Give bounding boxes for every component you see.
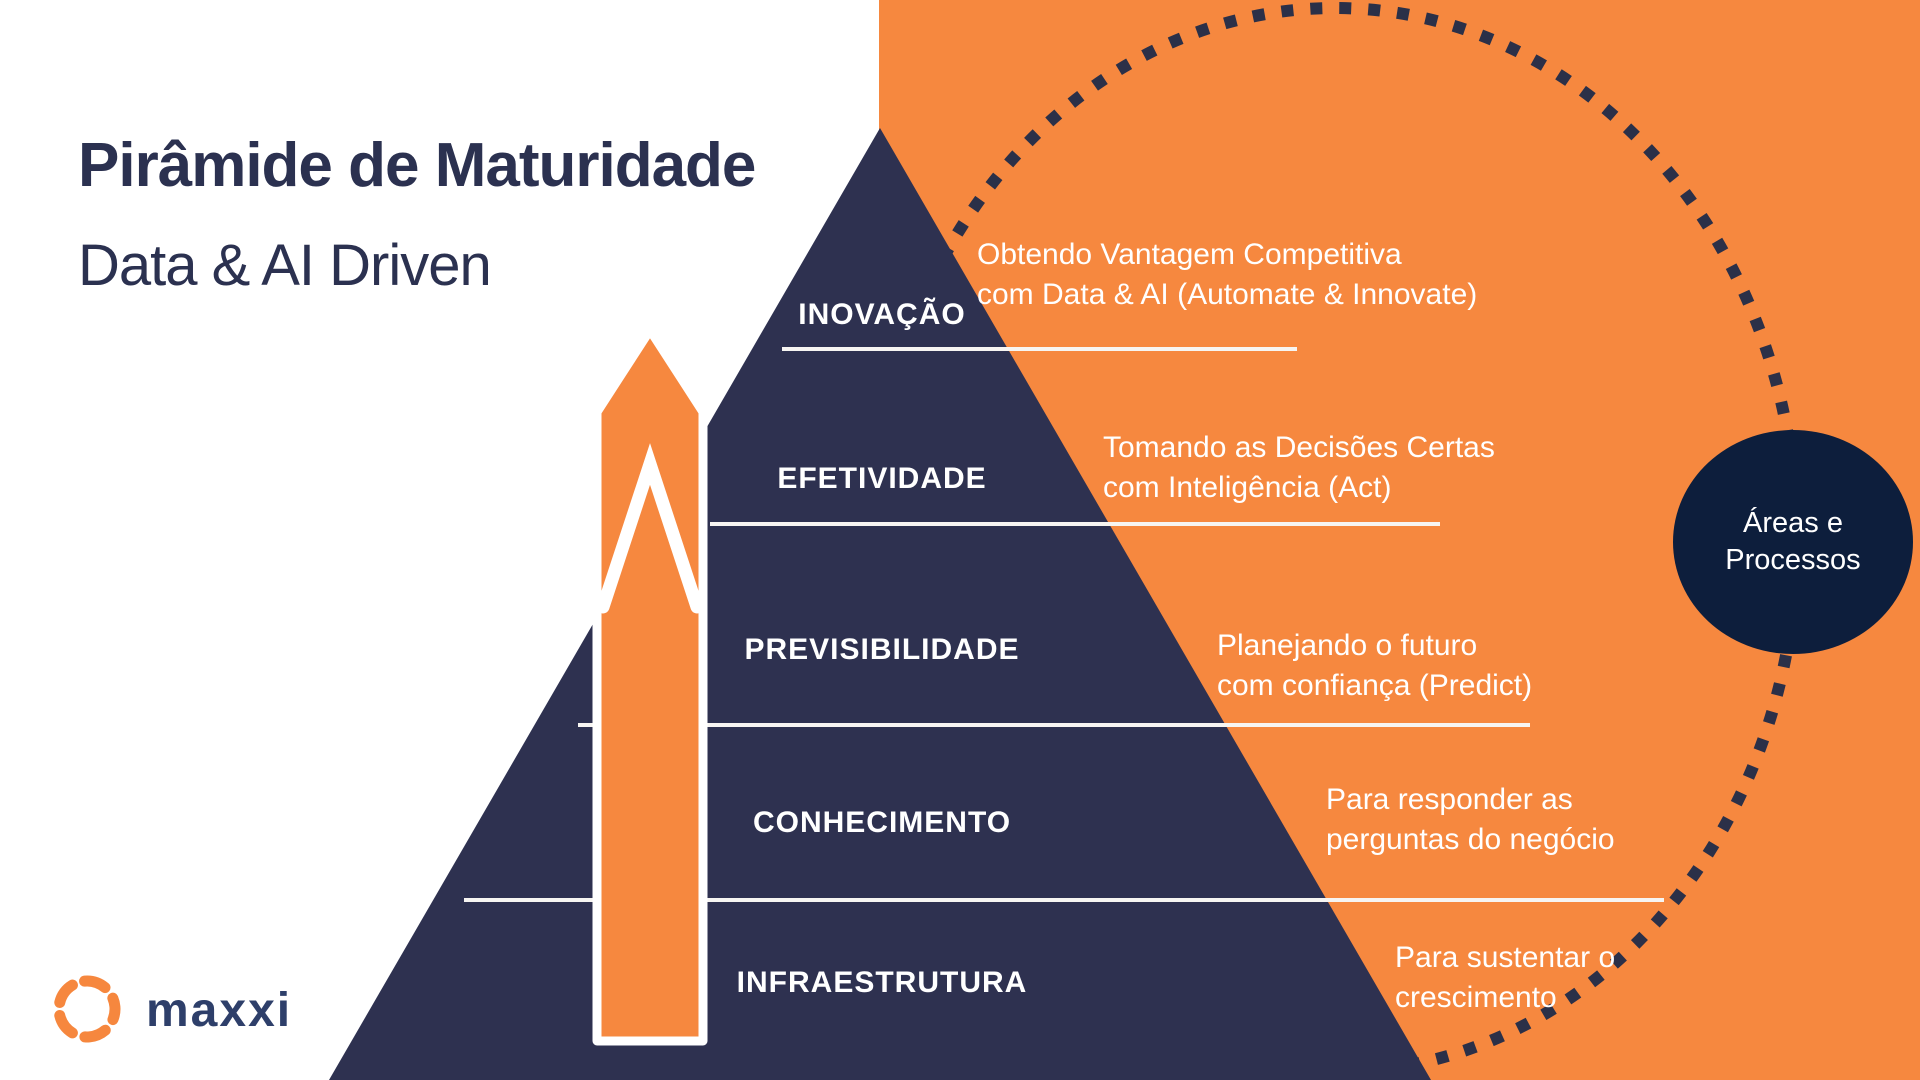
arrow-chevron-icon <box>596 443 704 614</box>
growth-arrow <box>592 325 708 1046</box>
description-line: Tomando as Decisões Certas <box>1103 431 1495 464</box>
description-line: com Inteligência (Act) <box>1103 471 1392 504</box>
page-subtitle: Data & AI Driven <box>78 233 492 298</box>
level-label-inovacao: INOVAÇÃO <box>798 298 966 331</box>
maxxi-knot-icon <box>53 975 121 1043</box>
maxxi-logo-spacer <box>48 970 132 1050</box>
description-line: com confiança (Predict) <box>1217 669 1533 702</box>
level-description-conhecimento: Para responder as perguntas do negócio <box>1326 780 1615 860</box>
description-line: crescimento <box>1395 981 1557 1014</box>
circle-text-line: Processos <box>1725 544 1861 576</box>
description-line: Obtendo Vantagem Competitiva <box>977 238 1402 271</box>
level-label-previsibilidade: PREVISIBILIDADE <box>744 633 1020 666</box>
level-label-infraestrutura: INFRAESTRUTURA <box>736 966 1028 999</box>
description-line: Para sustentar o <box>1395 941 1616 974</box>
level-description-inovacao: Obtendo Vantagem Competitiva com Data & … <box>977 235 1477 315</box>
circle-text-line: Áreas e <box>1743 507 1843 539</box>
level-label-conhecimento: CONHECIMENTO <box>752 806 1012 839</box>
maxxi-logo: maxxi <box>48 970 348 1050</box>
description-line: Planejando o futuro <box>1217 629 1478 662</box>
maxxi-logo-text: maxxi <box>146 983 293 1037</box>
level-description-infraestrutura: Para sustentar o crescimento <box>1395 938 1615 1018</box>
description-line: Para responder as <box>1326 783 1573 816</box>
description-line: perguntas do negócio <box>1326 823 1615 856</box>
page-title: Pirâmide de Maturidade <box>78 131 756 200</box>
description-line: com Data & AI (Automate & Innovate) <box>977 278 1478 311</box>
areas-processos-label: Áreas e Processos <box>1725 505 1860 579</box>
level-label-efetividade: EFETIVIDADE <box>777 462 987 495</box>
level-description-efetividade: Tomando as Decisões Certas com Inteligên… <box>1103 428 1495 508</box>
level-description-previsibilidade: Planejando o futuro com confiança (Predi… <box>1217 626 1532 706</box>
areas-processos-circle: Áreas e Processos <box>1673 430 1913 654</box>
